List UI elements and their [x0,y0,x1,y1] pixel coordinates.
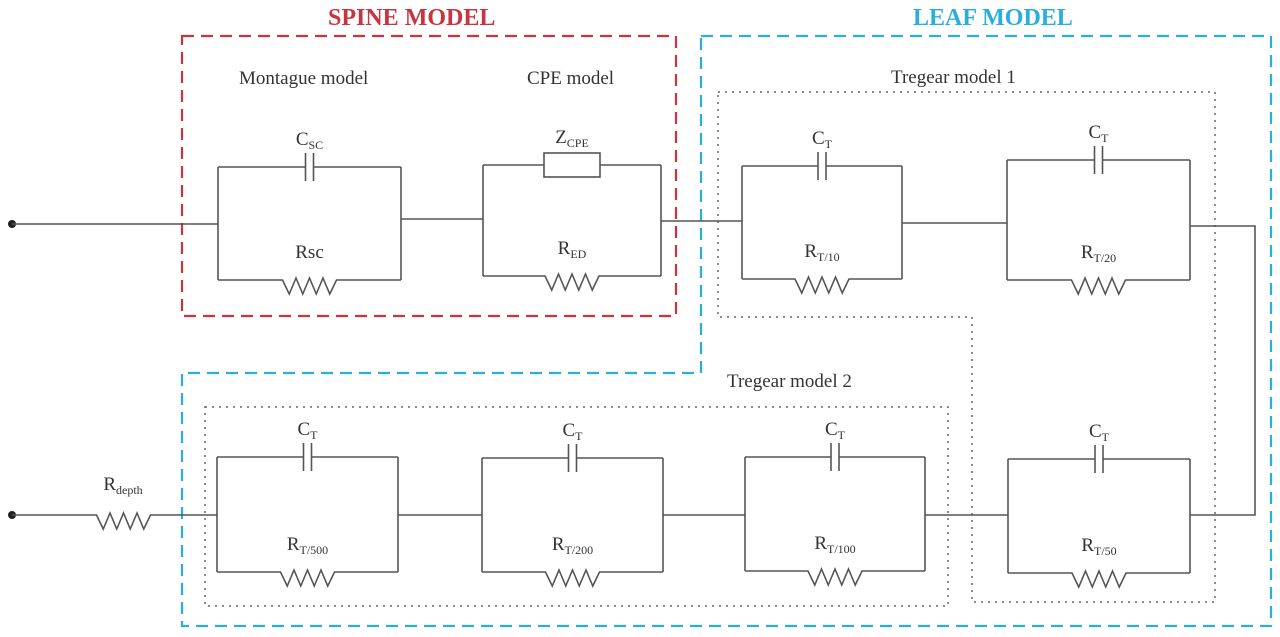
tregear-model-2-boundary [204,406,949,607]
cpe-cell-res-label: RED [558,238,587,261]
tregear1-cell-3-resistor [1008,568,1190,590]
tregear2-cell-2-cap-label-sub: T [575,429,583,443]
tregear2-cell-2-res-label-sub: T/200 [565,543,594,557]
montague-model-label: Montague model [239,68,368,89]
montague-cell-cap-label: CSC [296,129,323,152]
tregear2-cell-1-res-label-main: R [287,534,300,555]
cpe-cell-cap-label-main: Z [555,127,567,148]
montague-cell-cap-label-main: C [296,129,309,150]
tregear-model-1-boundary [717,91,1216,603]
montague-cell-resistor [218,275,401,297]
tregear-model-2-label: Tregear model 2 [727,371,852,392]
tregear2-cell-3-cap-label-main: C [825,419,838,440]
tregear1-cell-2-capacitor [1007,146,1190,174]
tregear2-cell-1-capacitor [217,443,398,471]
tregear1-cell-1-res-label: RT/10 [804,241,839,264]
cpe-cell-res-label-main: R [558,238,571,259]
depth-resistor-label: Rdepth [103,474,142,497]
tregear2-cell-1-cap-label: CT [297,419,318,442]
tregear1-cell-3-res-label-main: R [1081,535,1094,556]
tregear2-cell-1-cap-label-main: C [297,419,310,440]
leaf-model-boundary [180,34,1273,628]
tregear2-cell-3-capacitor [745,443,925,471]
tregear2-cell-1-resistor [217,567,398,589]
tregear1-cell-3-cap-label-main: C [1089,421,1102,442]
tregear2-cell-3-resistor [745,566,925,588]
tregear2-cell-1-res-label-sub: T/500 [300,543,329,557]
tregear1-cell-3-cap-label: CT [1089,421,1110,444]
montague-cell-res-label-main: Rsc [295,242,324,263]
tregear1-cell-1-cap-label-sub: T [825,137,833,151]
cpe-cell-res-label-sub: ED [570,247,586,261]
tregear1-cell-3-res-label-sub: T/50 [1094,544,1117,558]
tregear1-cell-2-cap-label: CT [1088,122,1109,145]
montague-cell-cap-label-sub: SC [309,138,324,152]
tregear2-cell-2-resistor [482,567,663,589]
cpe-cell-cap-label-sub: CPE [567,136,589,150]
tregear1-cell-3-cap-label-sub: T [1102,430,1110,444]
tregear2-cell-3-res-label-sub: T/100 [827,542,856,556]
depth-resistor-label-main: R [103,474,116,495]
wire-return [1190,225,1256,516]
tregear1-cell-2-res-label-sub: T/20 [1094,251,1117,265]
cpe-model-label: CPE model [527,68,614,89]
tregear1-cell-1-cap-label-main: C [812,128,825,149]
depth-resistor [95,510,152,532]
tregear1-cell-2-cap-label-sub: T [1101,131,1109,145]
tregear1-cell-1-cap-label: CT [812,128,833,151]
tregear2-cell-2-capacitor [482,444,663,472]
tregear2-cell-3-res-label: RT/100 [814,533,855,556]
tregear1-cell-2-res-label: RT/20 [1081,242,1116,265]
tregear1-cell-1-res-label-sub: T/10 [817,250,840,264]
montague-cell-capacitor [218,153,401,181]
cpe-cell-resistor [483,271,661,293]
cpe-cell-cap-label: ZCPE [555,127,589,150]
tregear1-cell-2-resistor [1007,275,1190,297]
tregear2-cell-1-res-label: RT/500 [287,534,328,557]
tregear1-cell-1-resistor [742,274,902,296]
tregear2-cell-3-cap-label-sub: T [838,428,846,442]
tregear2-cell-2-res-label-main: R [552,534,565,555]
montague-cell-res-label: Rsc [295,242,324,263]
tregear-model-1-label: Tregear model 1 [891,67,1016,88]
tregear2-cell-2-res-label: RT/200 [552,534,593,557]
tregear1-cell-2-res-label-main: R [1081,242,1094,263]
cpe-cell-cpe [483,152,661,178]
depth-resistor-label-sub: depth [116,483,143,497]
spine-model-title: SPINE MODEL [328,5,495,31]
tregear2-cell-2-cap-label-main: C [562,420,575,441]
tregear1-cell-2-cap-label-main: C [1088,122,1101,143]
tregear1-cell-1-res-label-main: R [804,241,817,262]
tregear1-cell-1-capacitor [742,152,902,180]
spine-model-boundary [180,34,678,318]
leaf-model-title: LEAF MODEL [913,5,1073,31]
tregear2-cell-3-cap-label: CT [825,419,846,442]
tregear1-cell-3-capacitor [1008,445,1190,473]
tregear2-cell-1-cap-label-sub: T [310,428,318,442]
tregear2-cell-3-res-label-main: R [814,533,827,554]
tregear1-cell-3-res-label: RT/50 [1081,535,1116,558]
tregear2-cell-2-cap-label: CT [562,420,583,443]
